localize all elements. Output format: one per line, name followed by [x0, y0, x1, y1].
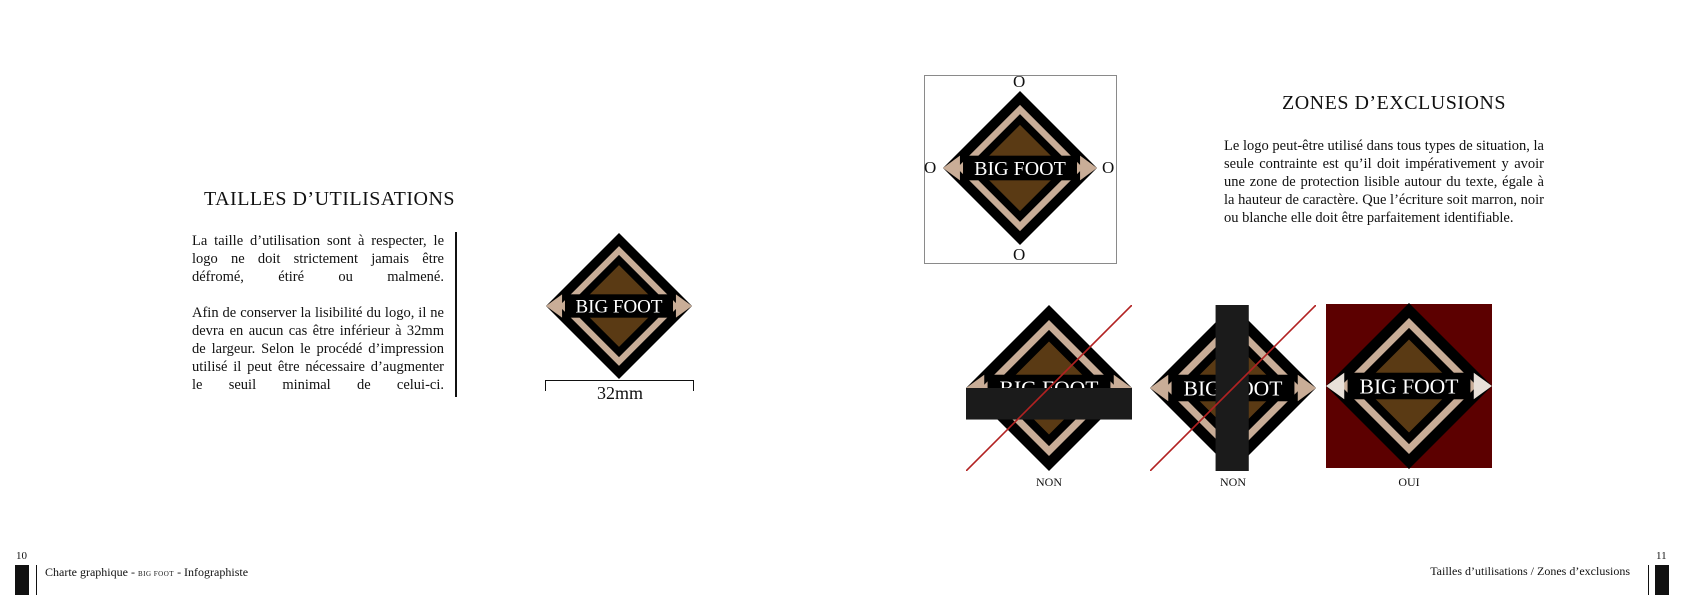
- vertical-rule: [455, 232, 457, 397]
- footer-left-prefix: Charte graphique -: [45, 565, 135, 579]
- logo-text: BIG FOOT: [974, 158, 1066, 180]
- example-logo-3: BIG FOOT: [1326, 303, 1492, 469]
- logo-text: BIG FOOT: [1360, 374, 1459, 398]
- example-caption-1: NON: [1036, 475, 1062, 489]
- example-logo-1: BIG FOOT: [966, 305, 1132, 471]
- footer-marker-left: [15, 565, 29, 595]
- example-caption-2: NON: [1220, 475, 1246, 489]
- exclusion-marker-right: O: [1102, 158, 1115, 177]
- dimension-bracket: [545, 380, 694, 391]
- sizes-text-block: La taille d’utilisation sont à respecter…: [192, 232, 444, 394]
- dimension-label: 32mm: [596, 383, 643, 403]
- footer-left-brand: big foot: [137, 570, 175, 578]
- example-logo-2: BIG FOOT: [1150, 305, 1316, 471]
- exclusion-title: ZONES D’EXCLUSIONS: [1282, 92, 1506, 114]
- footer-right-text: Tailles d’utilisations / Zones d’exclusi…: [1430, 564, 1630, 578]
- exclusion-marker-bottom: O: [1013, 245, 1026, 264]
- sizes-title: TAILLES D’UTILISATIONS: [204, 188, 456, 210]
- footer-rule-right: [1648, 565, 1649, 595]
- logo-text: BIG FOOT: [576, 297, 663, 318]
- exclusion-marker-left: O: [924, 158, 937, 177]
- logo-exclusion-zone: BIG FOOT: [943, 91, 1097, 245]
- sizes-paragraph-1: La taille d’utilisation sont à respecter…: [192, 233, 444, 285]
- example-caption-3: OUI: [1398, 475, 1420, 489]
- exclusion-paragraph: Le logo peut-être utilisé dans tous type…: [1224, 138, 1544, 226]
- footer-marker-right: [1655, 565, 1669, 595]
- page-number-right: 11: [1656, 550, 1667, 562]
- logo-min-size: BIG FOOT: [546, 233, 692, 379]
- footer-left-text: Charte graphique - big foot - Infographi…: [45, 565, 248, 580]
- exclusion-marker-top: O: [1013, 72, 1026, 91]
- page-number-left: 10: [16, 550, 27, 562]
- sizes-paragraph-2: Afin de conserver la lisibilité du logo,…: [192, 305, 444, 393]
- exclusion-zone-box: [924, 75, 1117, 264]
- footer-left-suffix: - Infographiste: [177, 565, 249, 579]
- footer-rule-left: [36, 565, 37, 595]
